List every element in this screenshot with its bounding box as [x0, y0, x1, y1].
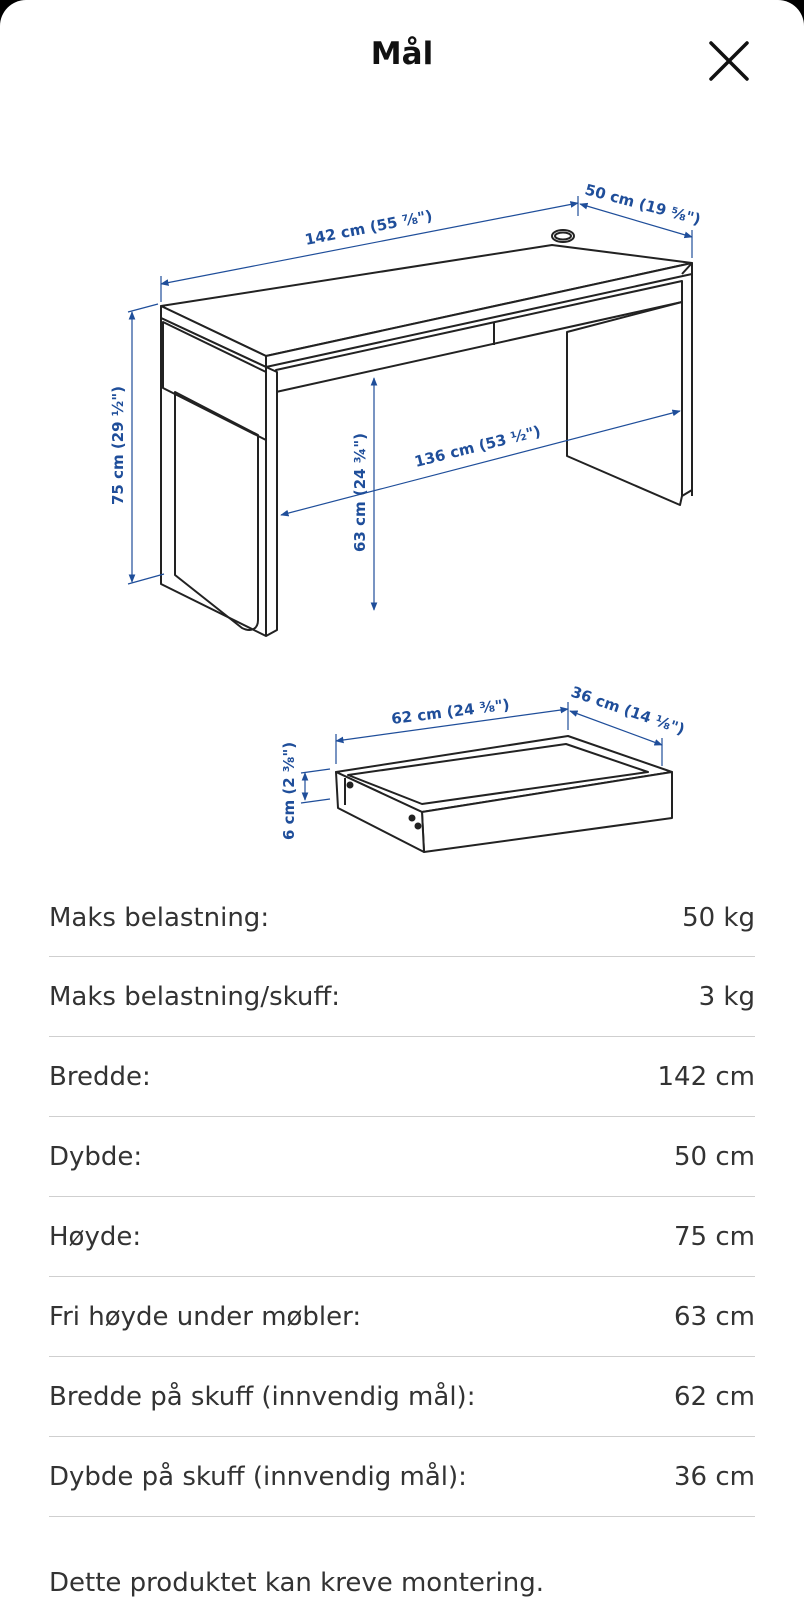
drawer-depth-label: 36 cm (14 ⅛"): [569, 683, 687, 739]
spec-label: Maks belastning:: [49, 903, 270, 933]
desk-height-label: 75 cm (29 ½"): [109, 386, 127, 505]
spec-value: 50 kg: [682, 903, 755, 933]
spec-row: Fri høyde under møbler: 63 cm: [49, 1277, 755, 1357]
drawer-height-label: 6 cm (2 ⅜"): [280, 742, 298, 840]
spec-row: Bredde på skuff (innvendig mål): 62 cm: [49, 1357, 755, 1437]
sheet-header: Mål: [0, 0, 804, 120]
spec-value: 142 cm: [657, 1061, 755, 1092]
dimension-diagram: 142 cm (55 ⅞") 50 cm (19 ⅝") 75 cm (29 ½…: [109, 180, 703, 853]
spec-label: Fri høyde under møbler:: [49, 1301, 362, 1332]
spec-row: Høyde: 75 cm: [49, 1197, 755, 1277]
spec-value: 36 cm: [674, 1461, 755, 1492]
spec-value: 3 kg: [698, 981, 755, 1012]
spec-row: Maks belastning/skuff: 3 kg: [49, 957, 755, 1037]
desk-depth-label: 50 cm (19 ⅝"): [583, 180, 703, 228]
spec-list: Maks belastning: 50 kg Maks belastning/s…: [49, 880, 755, 1517]
close-icon[interactable]: [706, 38, 752, 84]
drawer-dimensions: [300, 702, 663, 804]
spec-row: Maks belastning: 50 kg: [49, 880, 755, 957]
spec-value: 62 cm: [674, 1381, 755, 1412]
spec-label: Dybde:: [49, 1141, 143, 1172]
spec-value: 50 cm: [674, 1141, 755, 1172]
desk-clearance-label: 63 cm (24 ¾"): [351, 433, 369, 552]
spec-label: Bredde:: [49, 1061, 151, 1092]
spec-row: Dybde på skuff (innvendig mål): 36 cm: [49, 1437, 755, 1517]
spec-label: Dybde på skuff (innvendig mål):: [49, 1461, 467, 1492]
spec-label: Høyde:: [49, 1221, 142, 1252]
desk-width-label: 142 cm (55 ⅞"): [303, 207, 433, 249]
spec-row: Dybde: 50 cm: [49, 1117, 755, 1197]
spec-value: 63 cm: [674, 1301, 755, 1332]
spec-value: 75 cm: [674, 1221, 755, 1252]
drawer-drawing: [335, 735, 673, 853]
spec-row: Bredde: 142 cm: [49, 1037, 755, 1117]
drawer-width-label: 62 cm (24 ⅜"): [390, 696, 510, 728]
assembly-note: Dette produktet kan kreve montering.: [49, 1568, 545, 1598]
spec-label: Maks belastning/skuff:: [49, 981, 341, 1012]
page-title: Mål: [370, 36, 434, 72]
spec-label: Bredde på skuff (innvendig mål):: [49, 1381, 476, 1412]
desk-dimensions: [127, 196, 693, 611]
desk-drawing: [160, 229, 693, 637]
